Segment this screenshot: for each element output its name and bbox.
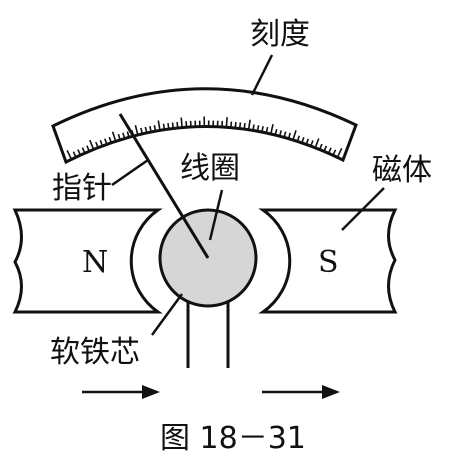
- scale-tick: [81, 147, 86, 154]
- scale-tick: [296, 135, 301, 142]
- scale-tick: [180, 117, 183, 128]
- scale-tick: [243, 122, 246, 130]
- scale-tick: [261, 126, 264, 133]
- scale-ticks: [66, 116, 343, 160]
- leader-pointer: [111, 158, 149, 187]
- leader-scale: [250, 54, 274, 96]
- scale-tick: [108, 136, 113, 144]
- scale-tick: [314, 138, 320, 149]
- scale-tick: [144, 126, 148, 134]
- scale-tick: [274, 128, 278, 136]
- scale-tick: [270, 124, 274, 135]
- scale-tick: [318, 143, 323, 150]
- scale-tick: [167, 122, 170, 130]
- scale-tick: [176, 121, 179, 129]
- leader-coil: [208, 189, 224, 241]
- scale-band: [51, 87, 358, 165]
- scale-tick: [278, 130, 282, 137]
- scale-tick: [111, 131, 117, 142]
- scale-tick: [305, 138, 310, 145]
- current-arrow-left: [82, 385, 160, 399]
- scale-tick: [140, 127, 144, 135]
- scale-tick: [283, 131, 287, 138]
- scale-tick: [238, 122, 242, 129]
- label-north: N: [82, 245, 108, 280]
- scale-tick: [77, 149, 82, 156]
- scale-tick: [117, 133, 121, 141]
- scale-tick: [171, 122, 174, 129]
- leader-core: [150, 293, 184, 336]
- label-magnet: 磁体: [372, 153, 432, 188]
- scale-tick: [95, 141, 99, 148]
- scale-tick: [104, 138, 108, 145]
- magnet-n-pole: [12, 208, 163, 314]
- scale-tick: [252, 124, 255, 131]
- scale-tick: [301, 136, 305, 144]
- label-pointer: 指针: [52, 171, 112, 206]
- scale-tick: [99, 140, 104, 147]
- scale-tick: [327, 147, 332, 154]
- scale-tick: [234, 121, 237, 129]
- label-coil: 线圈: [180, 151, 240, 186]
- scale-tick: [336, 147, 343, 158]
- scale-tick: [66, 149, 73, 160]
- scale-tick: [89, 139, 95, 150]
- scale-tick: [157, 120, 161, 131]
- magnet-s-pole: [258, 208, 398, 314]
- scale-tick: [149, 125, 152, 133]
- scale-tick: [126, 131, 130, 138]
- scale-tick: [292, 130, 297, 141]
- scale-tick: [247, 119, 251, 130]
- scale-tick: [153, 125, 157, 132]
- figure-caption: 图 18－31: [160, 421, 306, 456]
- label-south: S: [318, 245, 339, 280]
- scale-tick: [122, 132, 126, 139]
- scale-tick: [162, 123, 166, 130]
- scale-tick: [265, 126, 269, 134]
- label-core: 软铁芯: [50, 335, 140, 370]
- scale-tick: [256, 125, 260, 132]
- scale-tick: [134, 125, 139, 136]
- scale-tick: [310, 140, 314, 147]
- scale-tick: [86, 145, 90, 152]
- scale-tick: [72, 151, 77, 158]
- scale-tick: [287, 132, 291, 139]
- leader-magnet: [341, 187, 385, 231]
- label-scale: 刻度: [250, 17, 310, 52]
- scale-tick: [230, 121, 233, 128]
- scale-tick: [332, 149, 337, 156]
- scale-tick: [225, 117, 228, 128]
- current-arrow-right: [262, 385, 340, 399]
- pointer-needle: [118, 113, 210, 259]
- scale-tick: [323, 145, 328, 152]
